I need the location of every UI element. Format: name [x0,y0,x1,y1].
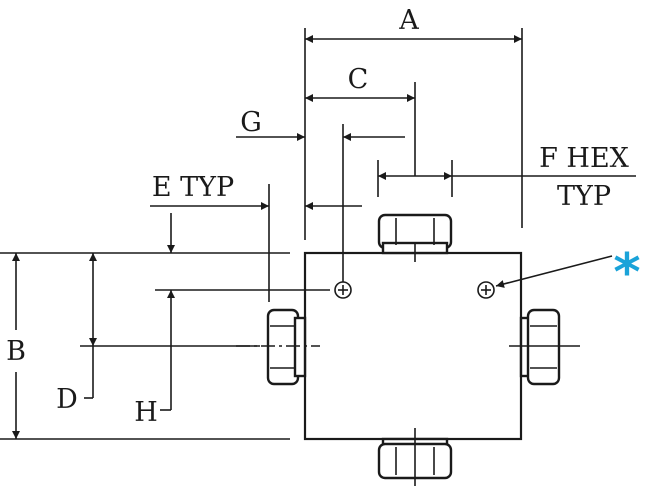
dimension-g: G [236,107,405,141]
label-h: H [134,397,158,428]
label-f-hex: F HEX [539,143,630,174]
left-port-fitting [266,308,307,386]
label-a: A [398,5,419,36]
dimension-b: B [6,253,26,439]
label-g: G [240,107,262,138]
valve-block-body [303,251,523,441]
mounting-hole-right [477,281,495,299]
dimension-h: H [134,213,175,428]
label-d: D [56,384,78,415]
label-f-typ: TYP [557,181,611,212]
asterisk-callout: * [495,243,641,303]
label-b: B [6,336,26,367]
dimension-f-hex: F HEX TYP [378,143,636,212]
dimension-e: E TYP [150,172,362,210]
mounting-hole-left [334,281,352,299]
dimension-c: C [305,64,415,102]
dimension-a: A [305,5,522,43]
dimension-d: D [56,253,97,415]
asterisk-mark: * [613,243,640,303]
label-e-typ: E TYP [152,172,234,203]
right-port-fitting [519,308,561,386]
label-c: C [348,64,369,95]
